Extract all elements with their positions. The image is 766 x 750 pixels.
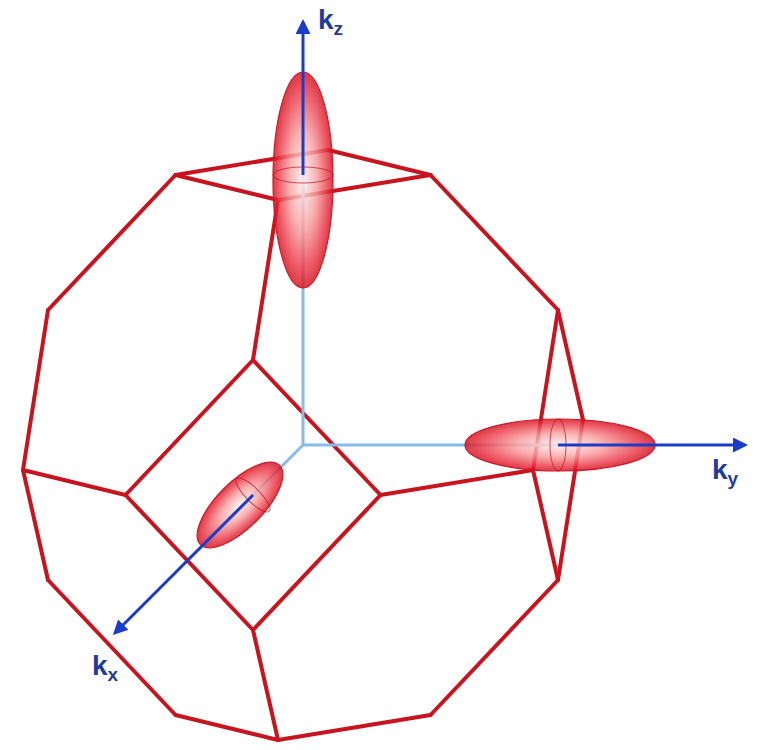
- zone-edge: [48, 580, 176, 715]
- zone-edge: [278, 715, 431, 740]
- axis-label: kx: [92, 652, 118, 684]
- axis-arrow: [558, 444, 745, 447]
- valley-ellipsoids: [184, 72, 655, 561]
- zone-edge: [381, 470, 534, 495]
- zone-edge: [328, 150, 431, 175]
- zone-edge: [126, 360, 254, 495]
- zone-edge: [431, 175, 559, 310]
- zone-edge: [431, 580, 559, 715]
- zone-edge: [23, 470, 126, 495]
- valley-ellipsoid: [184, 449, 296, 561]
- zone-edge: [533, 470, 558, 580]
- zone-edge: [253, 200, 278, 360]
- zone-edge: [176, 715, 279, 740]
- ellipsoid-body: [184, 449, 296, 561]
- axis-arrow: [115, 495, 253, 633]
- zone-edge: [176, 175, 279, 200]
- zone-edge: [253, 630, 278, 740]
- zone-edge: [253, 495, 381, 630]
- axis-arrow: [302, 22, 305, 175]
- zone-edge: [558, 310, 583, 420]
- axis-label: ky: [712, 456, 738, 488]
- zone-edge: [23, 310, 48, 470]
- axis-label: kz: [318, 6, 343, 38]
- zone-edge: [23, 470, 48, 580]
- zone-edge: [48, 175, 176, 310]
- outer-axes: [115, 22, 745, 633]
